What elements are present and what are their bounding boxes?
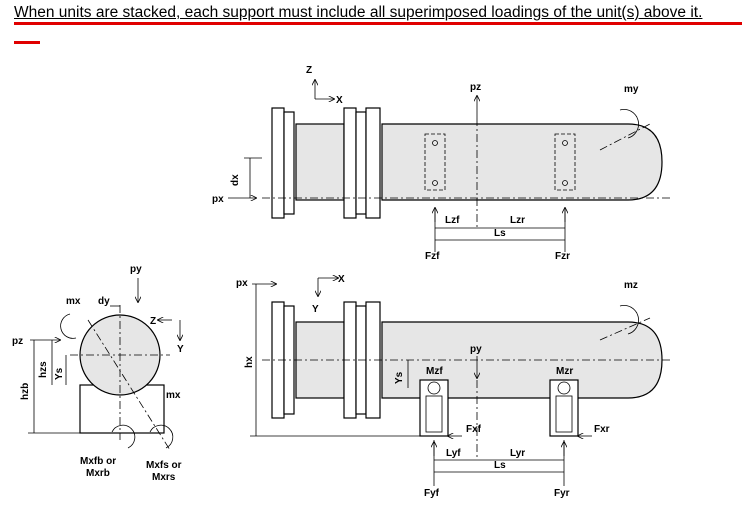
end-axis-y: Y	[177, 344, 184, 355]
end-mxfs: Mxfs or	[146, 460, 182, 471]
side-ys: Ys	[394, 371, 405, 384]
top-flange-1	[271, 107, 285, 219]
side-px: px	[236, 278, 248, 289]
side-axis-x: X	[338, 274, 345, 285]
side-support-front	[419, 379, 449, 437]
top-flange-2	[283, 111, 295, 215]
top-flange-5	[365, 107, 381, 219]
top-my: my	[624, 84, 639, 95]
side-ls: Ls	[494, 460, 506, 471]
top-ls: Ls	[494, 228, 506, 239]
side-mz: mz	[624, 280, 638, 291]
top-px: px	[212, 194, 224, 205]
side-fyf: Fyf	[424, 488, 440, 499]
end-pz: pz	[12, 336, 23, 347]
end-hzs: hzs	[38, 361, 49, 378]
end-dy: dy	[98, 296, 110, 307]
top-fzr: Fzr	[555, 251, 570, 262]
top-axis-z: Z	[306, 65, 312, 76]
side-fxr: Fxr	[594, 424, 610, 435]
top-saddle-rear	[554, 133, 576, 191]
top-dx: dx	[230, 174, 241, 186]
top-pz: pz	[470, 82, 481, 93]
side-axis-y: Y	[312, 304, 319, 315]
side-lyr: Lyr	[510, 448, 525, 459]
side-hx: hx	[244, 356, 255, 368]
top-channel	[295, 123, 345, 201]
side-view: X Y px mz hx Ys py Mzf Mzr Fxf Fxr Lyf L…	[236, 274, 670, 499]
top-flange-4	[355, 111, 367, 215]
end-axis-z: Z	[150, 316, 156, 327]
end-py: py	[130, 264, 142, 275]
support-loading-note: When units are stacked, each support mus…	[14, 4, 703, 21]
top-saddle-front	[424, 133, 446, 191]
top-fzf: Fzf	[425, 251, 440, 262]
end-mxfb: Mxfb or	[80, 456, 116, 467]
top-axis-x: X	[336, 95, 343, 106]
top-lzf: Lzf	[445, 215, 460, 226]
side-lyf: Lyf	[446, 448, 461, 459]
end-mx: mx	[66, 296, 81, 307]
side-py: py	[470, 344, 482, 355]
end-mxrs: Mxrs	[152, 472, 176, 483]
red-underline-1	[14, 22, 742, 25]
red-underline-2	[14, 41, 40, 44]
end-mx-lower: mx	[166, 390, 181, 401]
side-fxf: Fxf	[466, 424, 482, 435]
top-view: Z X dx px pz my Lzf Lzr Ls Fzf Fzr	[212, 65, 670, 262]
end-view: py mx dy Z Y pz hzs Ys hzb mx Mxfb or Mx…	[12, 264, 184, 483]
side-channel	[295, 321, 345, 399]
top-shell	[381, 123, 663, 201]
end-ys: Ys	[54, 367, 65, 380]
side-fyr: Fyr	[554, 488, 570, 499]
top-flange-3	[343, 107, 357, 219]
top-lzr: Lzr	[510, 215, 525, 226]
side-support-rear	[549, 379, 579, 437]
side-mzf: Mzf	[426, 366, 443, 377]
side-mzr: Mzr	[556, 366, 573, 377]
end-mxrb: Mxrb	[86, 468, 110, 479]
end-hzb: hzb	[20, 383, 31, 400]
